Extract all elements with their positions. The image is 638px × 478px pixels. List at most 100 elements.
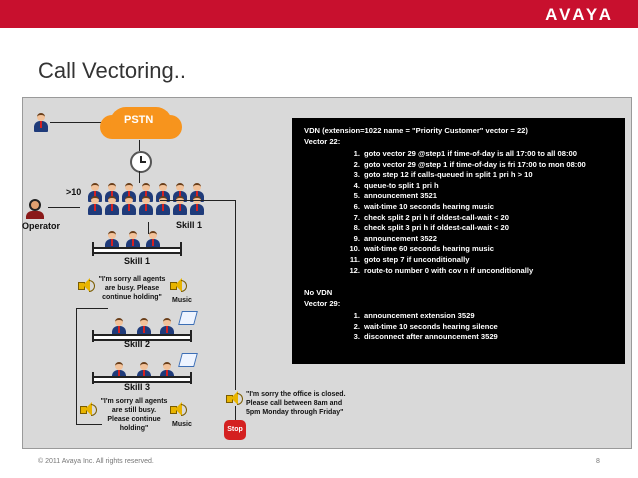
agent-icon: [126, 231, 140, 251]
vector-step-number: 12.: [349, 265, 360, 275]
music-label: Music: [172, 297, 192, 304]
music-speaker-icon: [170, 402, 187, 416]
music-label: Music: [172, 421, 192, 428]
slide-title: Call Vectoring..: [38, 58, 186, 83]
vector-step-text: check split 3 pri h if oldest-call-wait …: [364, 223, 509, 233]
agent-icon: [105, 231, 119, 251]
vector-step-text: announcement 3522: [364, 233, 438, 243]
desk-leg: [180, 242, 182, 256]
caller-line: [50, 122, 110, 123]
closed-message: "I'm sorry the office is closed. Please …: [246, 391, 346, 416]
vector-step-text: announcement 3521: [364, 191, 438, 201]
vector-step-number: 2.: [353, 321, 360, 331]
header-bar: AVAYA: [0, 0, 638, 28]
speaker-icon: [226, 391, 243, 405]
skill1-desk: [92, 247, 182, 254]
fax-icon: [178, 353, 198, 367]
loop-line-top: [76, 308, 108, 309]
vector-step-text: announcement extension 3529: [364, 311, 475, 320]
queued-caller-icon: [156, 196, 170, 216]
vector-step-text: queue-to split 1 pri h: [364, 180, 439, 190]
queued-caller-icon: [88, 196, 102, 216]
pstn-line: [139, 140, 140, 151]
vector22-label: Vector 22:: [304, 137, 341, 146]
vector-step-text: wait-time 10 seconds hearing silence: [364, 321, 498, 331]
desk-leg: [190, 372, 192, 384]
vector-step-text: wait-time 60 seconds hearing music: [364, 244, 494, 254]
closed-line-top: [160, 200, 236, 201]
skill1-label: Skill 1: [124, 256, 151, 266]
pstn-cloud-icon: [110, 107, 172, 139]
queue-threshold-label: >10: [66, 187, 82, 197]
overflow-arrow: [48, 207, 80, 208]
agent-icon: [146, 231, 160, 251]
speaker-icon: [78, 278, 95, 292]
vector-step-text: disconnect after announcement 3529: [364, 332, 498, 342]
vector-step-text: goto vector 29 @step 1 if time-of-day is…: [364, 159, 586, 169]
queued-caller-icon: [173, 196, 187, 216]
queued-caller-icon: [139, 196, 153, 216]
agent-icon: [160, 318, 174, 338]
skill2-desk: [92, 334, 192, 341]
vector-step-number: 3.: [353, 332, 360, 342]
desk-leg: [92, 242, 94, 256]
queued-caller-icon: [105, 196, 119, 216]
agent-icon: [160, 362, 174, 382]
skill3-label: Skill 3: [124, 382, 151, 392]
queued-caller-icon: [122, 196, 136, 216]
loop-line-bottom: [76, 424, 102, 425]
skill3-desk: [92, 376, 192, 383]
still-busy-message: "I'm sorry all agents are still busy. Pl…: [100, 398, 168, 432]
vector-step-text: wait-time 10 seconds hearing music: [364, 202, 494, 211]
closed-line: [235, 200, 236, 390]
vdn-line: VDN (extension=1022 name = "Priority Cus…: [304, 126, 528, 135]
vector-step-number: 3.: [353, 170, 360, 180]
vector-step-number: 4.: [353, 180, 360, 190]
agent-icon: [137, 318, 151, 338]
pstn-label: PSTN: [124, 114, 154, 126]
desk-leg: [92, 372, 94, 384]
busy-message: "I'm sorry all agents are busy. Please c…: [98, 276, 166, 301]
vector-step-number: 1.: [353, 149, 360, 158]
vector-step-text: goto vector 29 @step1 if time-of-day is …: [364, 149, 577, 158]
vector-step-number: 6.: [353, 202, 360, 211]
page-number: 8: [596, 458, 600, 465]
vector-step-number: 2.: [353, 159, 360, 169]
vector-step-number: 5.: [353, 191, 360, 201]
clock-icon: [130, 151, 152, 173]
vector-step-number: 10.: [349, 244, 360, 254]
vector29-label: Vector 29:: [304, 299, 341, 308]
agent-icon: [112, 362, 126, 382]
stop-sign-icon: Stop: [224, 420, 246, 440]
vector-panel: VDN (extension=1022 name = "Priority Cus…: [292, 118, 625, 364]
vector-step-number: 1.: [353, 311, 360, 320]
vector-step-number: 9.: [353, 233, 360, 243]
agent-icon: [112, 318, 126, 338]
vector-step-text: goto step 7 if unconditionally: [364, 255, 470, 264]
queue-line: [148, 222, 149, 234]
queued-caller-icon: [190, 196, 204, 216]
loop-line: [76, 308, 77, 424]
vector-step-number: 8.: [353, 223, 360, 233]
desk-leg: [92, 330, 94, 342]
vector-step-text: route-to number 0 with cov n if uncondit…: [364, 265, 534, 275]
skill1-group-label: Skill 1: [176, 220, 203, 230]
avaya-logo: AVAYA: [545, 5, 614, 24]
footer-copyright: © 2011 Avaya Inc. All rights reserved.: [38, 458, 154, 465]
stop-line: [235, 406, 236, 420]
speaker-icon: [80, 402, 97, 416]
vector-step-text: check split 2 pri h if oldest-call-wait …: [364, 212, 509, 222]
caller-icon: [34, 113, 48, 133]
vector-step-number: 7.: [353, 212, 360, 222]
desk-leg: [190, 330, 192, 342]
no-vdn-label: No VDN: [304, 288, 333, 297]
vector-step-text: goto step 12 if calls-queued in split 1 …: [364, 170, 533, 180]
skill2-label: Skill 2: [124, 339, 151, 349]
operator-label: Operator: [22, 221, 61, 231]
operator-icon: [26, 199, 44, 219]
fax-icon: [178, 311, 198, 325]
clock-line: [139, 171, 140, 183]
agent-icon: [137, 362, 151, 382]
music-speaker-icon: [170, 278, 187, 292]
vector-step-number: 11.: [349, 255, 360, 264]
